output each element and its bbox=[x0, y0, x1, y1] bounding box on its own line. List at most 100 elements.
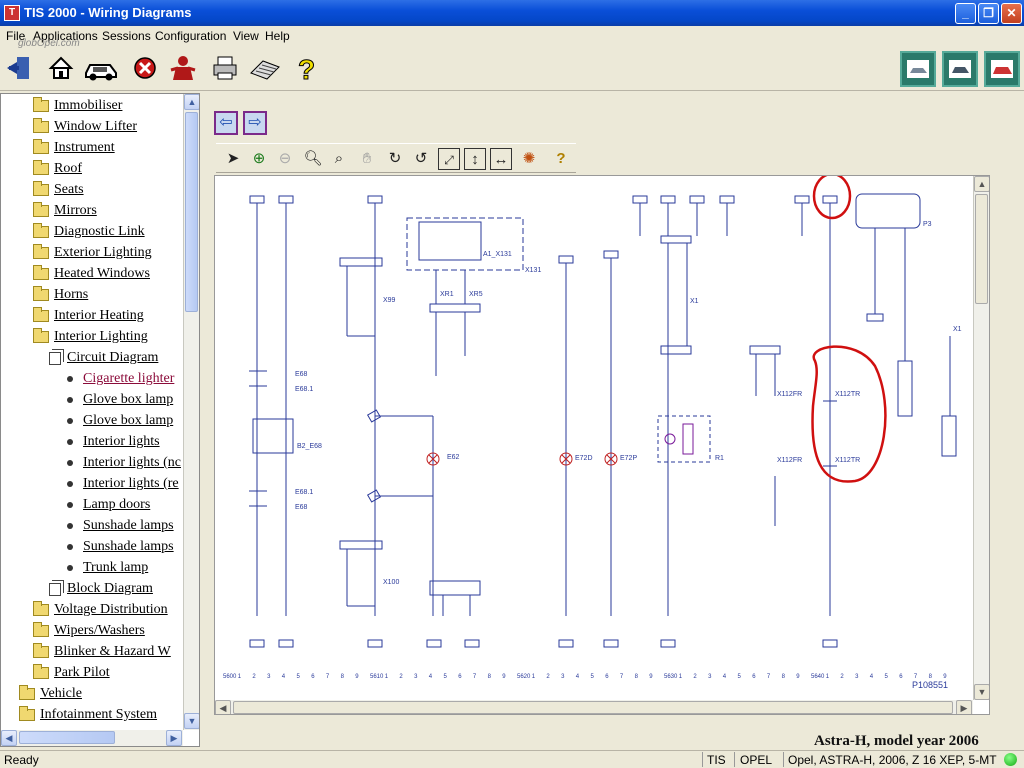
diagram-scroll-down-icon[interactable]: ▼ bbox=[974, 684, 989, 700]
scroll-up-icon[interactable]: ▲ bbox=[184, 94, 199, 110]
tree-item[interactable]: Lamp doors bbox=[63, 495, 150, 515]
folder-icon bbox=[33, 643, 49, 658]
zoom-icon[interactable]: 🔍︎ bbox=[303, 150, 323, 167]
tree-item[interactable]: Blinker & Hazard W bbox=[33, 642, 171, 662]
tree-item[interactable]: Interior Heating bbox=[33, 306, 144, 326]
tree-item[interactable]: Seats bbox=[33, 180, 84, 200]
tree-item[interactable]: Wipers/Washers bbox=[33, 621, 145, 641]
hscroll-thumb[interactable] bbox=[19, 731, 115, 744]
zoom-area-icon[interactable]: ⌕ bbox=[334, 150, 344, 167]
diagram-scroll-left-icon[interactable]: ◀ bbox=[215, 700, 231, 714]
rotate-right-icon[interactable]: ↻ bbox=[388, 150, 402, 167]
car-data-icon[interactable] bbox=[900, 51, 936, 87]
scroll-right-icon[interactable]: ▶ bbox=[166, 730, 182, 746]
tree-item[interactable]: Window Lifter bbox=[33, 117, 137, 137]
bullet-icon bbox=[67, 544, 73, 550]
diagram-scroll-thumb[interactable] bbox=[975, 194, 988, 304]
tree-item[interactable]: Interior lights (re bbox=[63, 474, 179, 494]
ruler-label: 9 bbox=[649, 674, 653, 680]
fit-width-icon[interactable]: ↔ bbox=[490, 148, 512, 170]
ruler-label: 2 bbox=[546, 674, 550, 680]
home-icon[interactable] bbox=[44, 51, 78, 85]
minimize-button[interactable]: _ bbox=[955, 3, 976, 24]
tree-item[interactable]: Vehicle bbox=[19, 684, 82, 704]
close-button[interactable]: ✕ bbox=[1001, 3, 1022, 24]
highlight-icon[interactable]: ✺ bbox=[522, 150, 536, 167]
folder-icon bbox=[33, 286, 49, 301]
diagram-scroll-up-icon[interactable]: ▲ bbox=[974, 176, 989, 192]
label-x112tr-b: X112TR bbox=[835, 457, 860, 464]
tree-item[interactable]: Sunshade lamps bbox=[63, 537, 174, 557]
menu-view[interactable]: View bbox=[233, 29, 259, 43]
ruler-label: 1 bbox=[385, 674, 389, 680]
tree-item[interactable]: Horns bbox=[33, 285, 88, 305]
diagram-horizontal-scrollbar[interactable]: ◀ ▶ bbox=[215, 700, 973, 714]
menu-sessions[interactable]: Sessions bbox=[102, 29, 151, 43]
tree-item[interactable]: Voltage Distribution bbox=[33, 600, 168, 620]
tree-item[interactable]: Glove box lamp bbox=[63, 411, 173, 431]
tree-item[interactable]: Mirrors bbox=[33, 201, 97, 221]
menu-file[interactable]: File bbox=[6, 29, 26, 43]
tree-item[interactable]: Diagnostic Link bbox=[33, 222, 145, 242]
scroll-thumb[interactable] bbox=[185, 112, 198, 312]
tree-item[interactable]: Trunk lamp bbox=[63, 558, 148, 578]
bullet-icon bbox=[67, 418, 73, 424]
ruler-label: 1 bbox=[826, 674, 830, 680]
car-icon[interactable] bbox=[984, 51, 1020, 87]
tree-item[interactable]: Interior Lighting bbox=[33, 327, 148, 347]
scroll-down-icon[interactable]: ▼ bbox=[184, 713, 199, 729]
ruler-label: 8 bbox=[635, 674, 639, 680]
tree-vertical-scrollbar[interactable]: ▲ ▼ bbox=[183, 94, 199, 730]
pan-hand-icon[interactable]: ✋︎ bbox=[362, 150, 372, 167]
folder-icon bbox=[33, 223, 49, 238]
diagram-scroll-right-icon[interactable]: ▶ bbox=[956, 700, 972, 714]
diagram-hscroll-thumb[interactable] bbox=[233, 701, 953, 714]
scroll-left-icon[interactable]: ◀ bbox=[1, 730, 17, 746]
diagram-reference: P108551 bbox=[912, 680, 948, 690]
tree-item-label: Park Pilot bbox=[54, 665, 110, 680]
diagram-vertical-scrollbar[interactable]: ▲ ▼ bbox=[973, 176, 989, 700]
tree-item[interactable]: Roof bbox=[33, 159, 82, 179]
tree-item[interactable]: Exterior Lighting bbox=[33, 243, 152, 263]
zoom-in-icon[interactable]: ⊕ bbox=[252, 150, 266, 167]
tree-item[interactable]: Cigarette lighter bbox=[63, 369, 174, 389]
tree-item[interactable]: Interior lights (nc bbox=[63, 453, 181, 473]
tree-item[interactable]: Park Pilot bbox=[33, 663, 110, 683]
menu-configuration[interactable]: Configuration bbox=[155, 29, 227, 43]
tree-horizontal-scrollbar[interactable]: ◀ ▶ bbox=[1, 730, 183, 746]
rotate-left-icon[interactable]: ↺ bbox=[414, 150, 428, 167]
help-icon[interactable]: ? bbox=[290, 51, 324, 85]
tree-item[interactable]: Block Diagram bbox=[49, 579, 153, 599]
tree-item[interactable]: Instrument bbox=[33, 138, 115, 158]
stop-icon[interactable] bbox=[128, 51, 162, 85]
keyboard-icon[interactable] bbox=[248, 51, 282, 85]
maximize-button[interactable]: ❐ bbox=[978, 3, 999, 24]
pointer-icon[interactable]: ➤ bbox=[226, 150, 240, 167]
print-icon[interactable] bbox=[208, 51, 242, 85]
menu-help[interactable]: Help bbox=[265, 29, 290, 43]
forward-button[interactable]: ⇨ bbox=[243, 111, 267, 135]
back-button[interactable]: ⇦ bbox=[214, 111, 238, 135]
tree-item[interactable]: Infotainment System bbox=[19, 705, 157, 725]
app-icon[interactable]: T bbox=[4, 5, 20, 21]
tree-item[interactable]: Glove box lamp bbox=[63, 390, 173, 410]
fit-height-icon[interactable]: ↕ bbox=[464, 148, 486, 170]
status-vehicle: Opel, ASTRA-H, 2006, Z 16 XEP, 5-MT bbox=[788, 753, 997, 767]
menu-applications[interactable]: Applications bbox=[33, 29, 98, 43]
vehicle-select-icon[interactable] bbox=[942, 51, 978, 87]
label-b2-e68: B2_E68 bbox=[297, 443, 322, 450]
ruler-label: 3 bbox=[708, 674, 712, 680]
fit-page-icon[interactable]: ⤢ bbox=[438, 148, 460, 170]
wiring-diagram-canvas[interactable]: E68 E68.1 B2_E68 E68.1 E68 X99 X100 E62 … bbox=[214, 175, 990, 715]
tree-item[interactable]: Sunshade lamps bbox=[63, 516, 174, 536]
ruler-label: 5 bbox=[444, 674, 448, 680]
tree-item[interactable]: Interior lights bbox=[63, 432, 160, 452]
exit-icon[interactable] bbox=[2, 51, 36, 85]
tree-item[interactable]: Immobiliser bbox=[33, 96, 122, 116]
vehicle-icon[interactable] bbox=[84, 51, 118, 85]
tree-item[interactable]: Heated Windows bbox=[33, 264, 150, 284]
tree-item[interactable]: Circuit Diagram bbox=[49, 348, 158, 368]
diagram-help-icon[interactable]: ? bbox=[556, 150, 566, 167]
ruler-label: 7 bbox=[914, 674, 918, 680]
person-icon[interactable] bbox=[166, 51, 200, 85]
